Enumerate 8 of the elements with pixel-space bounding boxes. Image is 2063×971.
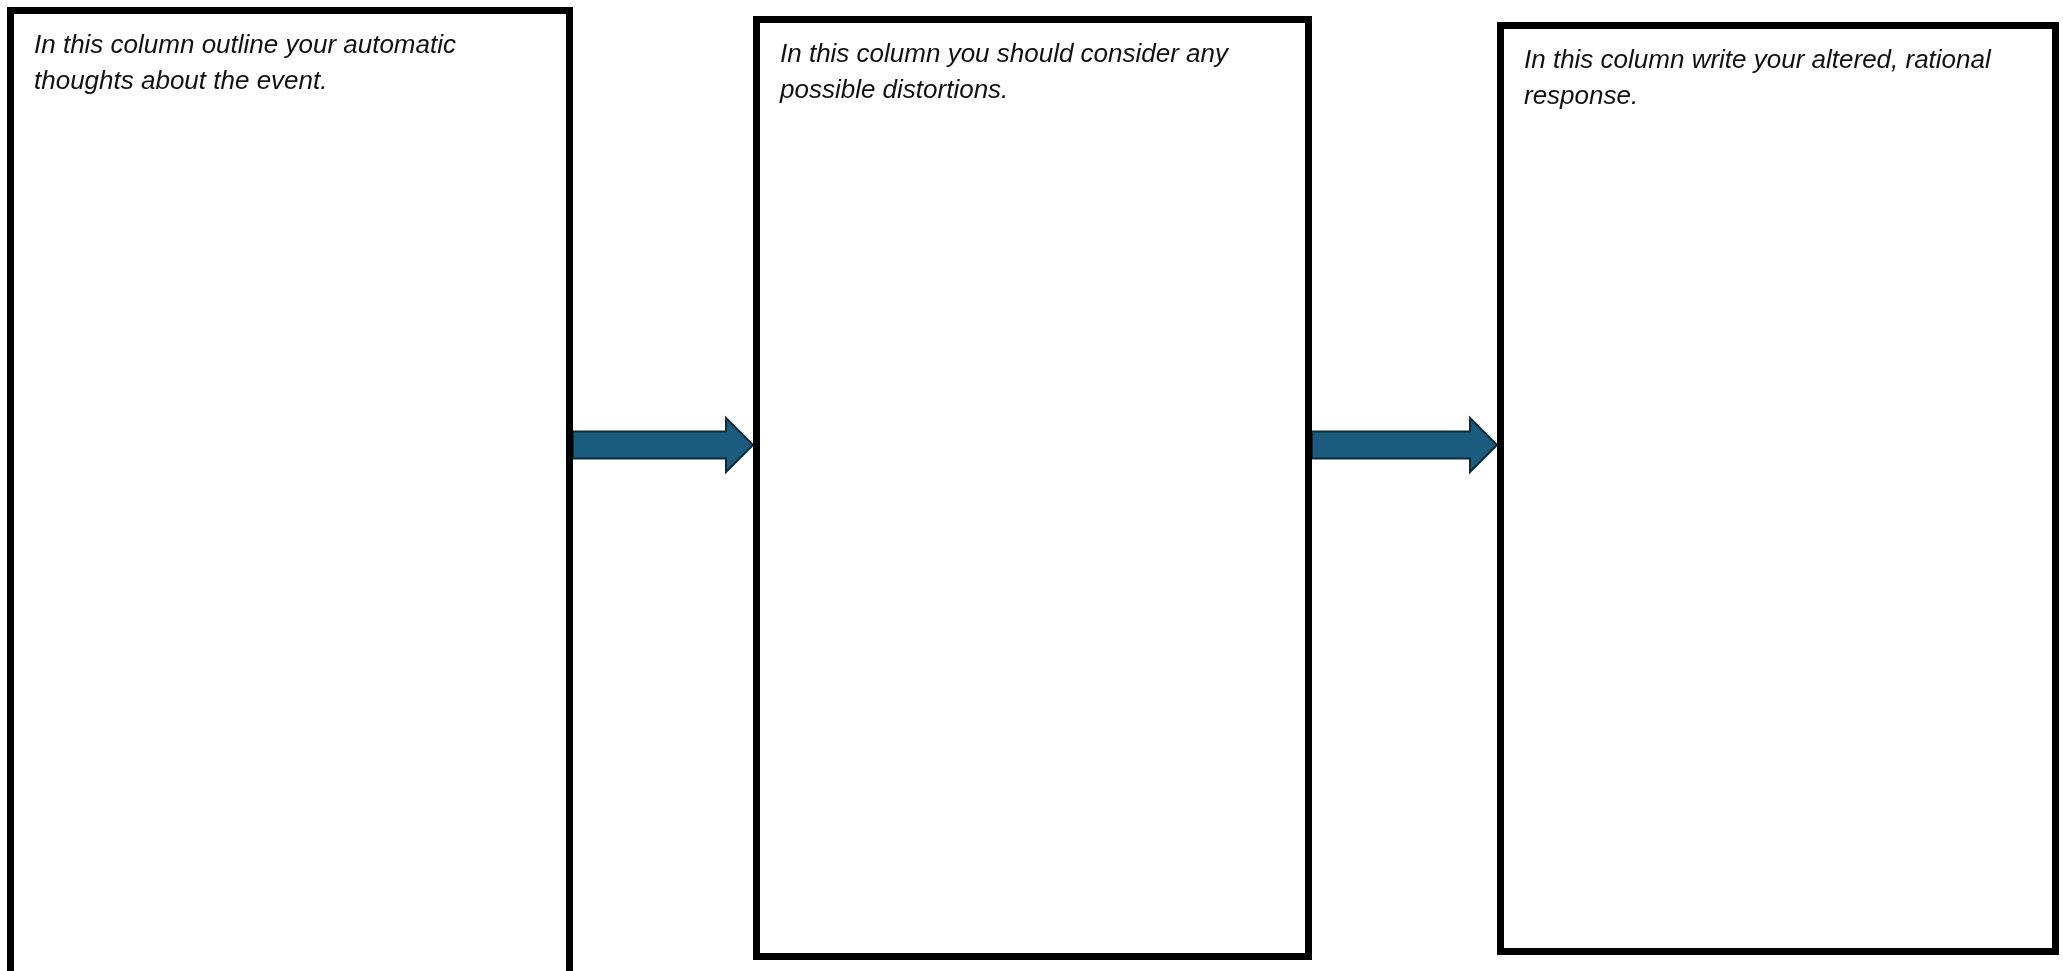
block-arrow	[572, 415, 755, 475]
worksheet-column	[7, 7, 573, 971]
instruction-text: In this column outline your automatic thoughts about the event.	[34, 28, 457, 98]
instruction-text: In this column write your altered, rational response.	[1524, 43, 1993, 113]
worksheet-column	[1497, 22, 2059, 955]
worksheet-column	[753, 16, 1312, 960]
block-arrow	[1311, 415, 1499, 475]
instruction-text: In this column you should consider any possible distortions.	[780, 37, 1230, 107]
